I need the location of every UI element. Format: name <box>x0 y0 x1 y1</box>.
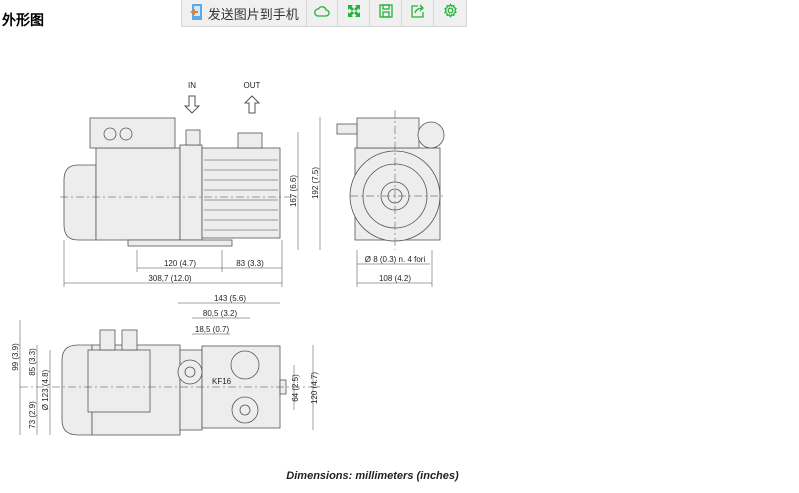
dim-85: 85 (3.3) <box>28 348 37 376</box>
dim-83: 83 (3.3) <box>236 259 264 268</box>
dim-64: 64 (2.5) <box>291 374 300 402</box>
dim-167: 167 (6.6) <box>289 175 298 207</box>
dim-99: 99 (3.9) <box>11 343 20 371</box>
dimensions-caption: Dimensions: millimeters (inches) <box>286 470 459 482</box>
image-toolbar: 发送图片到手机 <box>181 0 467 27</box>
fullscreen-button[interactable] <box>338 0 371 26</box>
terminal-box <box>89 117 176 149</box>
send-to-phone-label: 发送图片到手机 <box>207 6 299 22</box>
share-icon <box>411 4 425 23</box>
dim-308: 308,7 (12.0) <box>148 274 191 283</box>
expand-icon <box>347 4 361 23</box>
phone-send-icon <box>189 3 203 24</box>
save-icon <box>379 3 393 23</box>
cloud-button[interactable] <box>307 0 339 26</box>
dim-192: 192 (7.5) <box>311 167 320 199</box>
page-title: 外形图 <box>2 12 44 28</box>
settings-button[interactable] <box>434 0 466 26</box>
dim-120-side: 120 (4.7) <box>164 259 196 268</box>
motor-body <box>95 147 181 241</box>
save-button[interactable] <box>370 0 403 26</box>
send-to-phone-button[interactable]: 发送图片到手机 <box>182 0 307 26</box>
cloud-icon <box>314 4 330 22</box>
dim-108: 108 (4.2) <box>379 274 411 283</box>
in-label: IN <box>188 81 196 90</box>
dim-18: 18,5 (0.7) <box>195 325 230 334</box>
dim-120-top: 120 (4.7) <box>310 372 319 404</box>
finned-pump-body <box>201 147 281 239</box>
settings-icon <box>443 3 458 23</box>
out-label: OUT <box>244 81 261 90</box>
motor-fan-cover <box>63 164 97 241</box>
dim-80: 80,5 (3.2) <box>203 309 238 318</box>
dim-123: Ø 123 (4.8) <box>41 369 50 410</box>
dim-143: 143 (5.6) <box>214 294 246 303</box>
dim-holes: Ø 8 (0.3) n. 4 fori <box>365 255 426 264</box>
share-button[interactable] <box>402 0 435 26</box>
dim-73: 73 (2.9) <box>28 401 37 429</box>
kf16-label: KF16 <box>212 377 232 386</box>
